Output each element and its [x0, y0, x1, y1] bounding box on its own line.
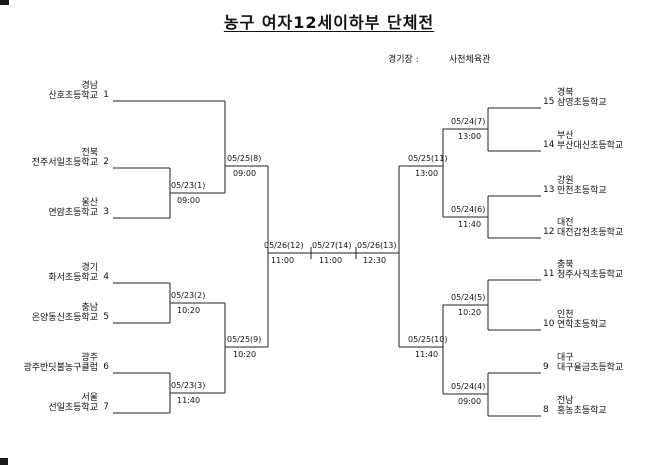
team-region: 경북 [557, 88, 574, 98]
team-region: 강원 [557, 176, 574, 186]
team-region: 광주 [81, 353, 98, 363]
team-school: 선일초등학교 [48, 403, 98, 413]
seed-number: 8 [543, 405, 549, 415]
match-time: 13:00 [458, 132, 482, 141]
match-label: 05/25(9) [227, 335, 262, 344]
team-region: 인천 [557, 310, 574, 320]
team-school: 대전갑천초등학교 [557, 228, 624, 238]
match-time: 10:20 [177, 306, 201, 315]
match-label: 05/25(8) [227, 154, 262, 163]
match-time: 12:30 [363, 256, 387, 265]
team-school: 산호초등학교 [48, 91, 98, 101]
team-region: 전북 [81, 148, 98, 158]
seed-number: 12 [543, 227, 555, 237]
seed-number: 4 [103, 272, 109, 282]
team-region: 충남 [81, 303, 98, 313]
match-label: 05/27(14) [312, 241, 352, 250]
team-school: 연암초등학교 [48, 208, 98, 218]
seed-number: 1 [103, 90, 109, 100]
team-school: 만천초등학교 [557, 186, 607, 196]
team-region: 울산 [81, 198, 98, 208]
team-school: 전주서일초등학교 [31, 158, 98, 168]
seed-number: 10 [543, 319, 555, 329]
match-label: 05/23(1) [171, 181, 206, 190]
match-time: 11:40 [415, 350, 439, 359]
seed-number: 15 [543, 97, 555, 107]
seed-number: 5 [103, 312, 109, 322]
team-region: 경기 [81, 263, 98, 273]
match-time: 11:40 [177, 396, 201, 405]
match-label: 05/26(13) [357, 241, 397, 250]
team-school: 광주반딧불농구클럽 [23, 363, 98, 373]
venue-label: 경기장 : [388, 55, 419, 65]
seed-number: 13 [543, 185, 555, 195]
match-label: 05/24(4) [451, 382, 486, 391]
match-time: 09:00 [233, 169, 257, 178]
team-region: 서울 [81, 393, 98, 403]
team-school: 대구율금초등학교 [557, 363, 624, 373]
match-time: 13:00 [415, 169, 439, 178]
team-school: 연학초등학교 [557, 320, 607, 330]
team-school: 삼영초등학교 [557, 98, 607, 108]
match-label: 05/26(12) [264, 241, 304, 250]
team-school: 온양동신초등학교 [31, 313, 98, 323]
match-time: 10:20 [458, 308, 482, 317]
seed-number: 14 [543, 140, 555, 150]
team-school: 화서초등학교 [48, 273, 98, 283]
corner-mark [0, 458, 8, 465]
seed-number: 11 [543, 269, 555, 279]
seed-number: 2 [103, 157, 109, 167]
match-time: 11:00 [271, 256, 295, 265]
corner-mark [0, 0, 9, 5]
team-region: 대구 [557, 353, 574, 363]
seed-number: 6 [103, 362, 109, 372]
team-school: 홍농초등학교 [557, 406, 607, 416]
seed-number: 9 [543, 362, 549, 372]
match-time: 11:40 [458, 220, 482, 229]
venue-name: 사천체육관 [449, 55, 491, 65]
match-label: 05/25(11) [408, 154, 448, 163]
match-time: 09:00 [458, 397, 482, 406]
match-time: 09:00 [177, 196, 201, 205]
match-label: 05/25(10) [408, 335, 448, 344]
team-region: 경남 [81, 81, 98, 91]
team-region: 부산 [557, 131, 574, 141]
team-region: 대전 [557, 218, 574, 228]
match-label: 05/23(3) [171, 381, 206, 390]
team-school: 청주사직초등학교 [557, 270, 624, 280]
match-time: 11:00 [319, 256, 343, 265]
match-label: 05/24(7) [451, 117, 486, 126]
match-label: 05/23(2) [171, 291, 206, 300]
seed-number: 7 [103, 402, 109, 412]
seed-number: 3 [103, 207, 109, 217]
match-label: 05/24(5) [451, 293, 486, 302]
team-region: 충북 [557, 260, 574, 270]
team-region: 전남 [557, 396, 574, 406]
page-title: 농구 여자12세이하부 단체전 [223, 13, 435, 32]
match-label: 05/24(6) [451, 205, 486, 214]
match-time: 10:20 [233, 350, 257, 359]
team-school: 부산대신초등학교 [557, 141, 624, 151]
